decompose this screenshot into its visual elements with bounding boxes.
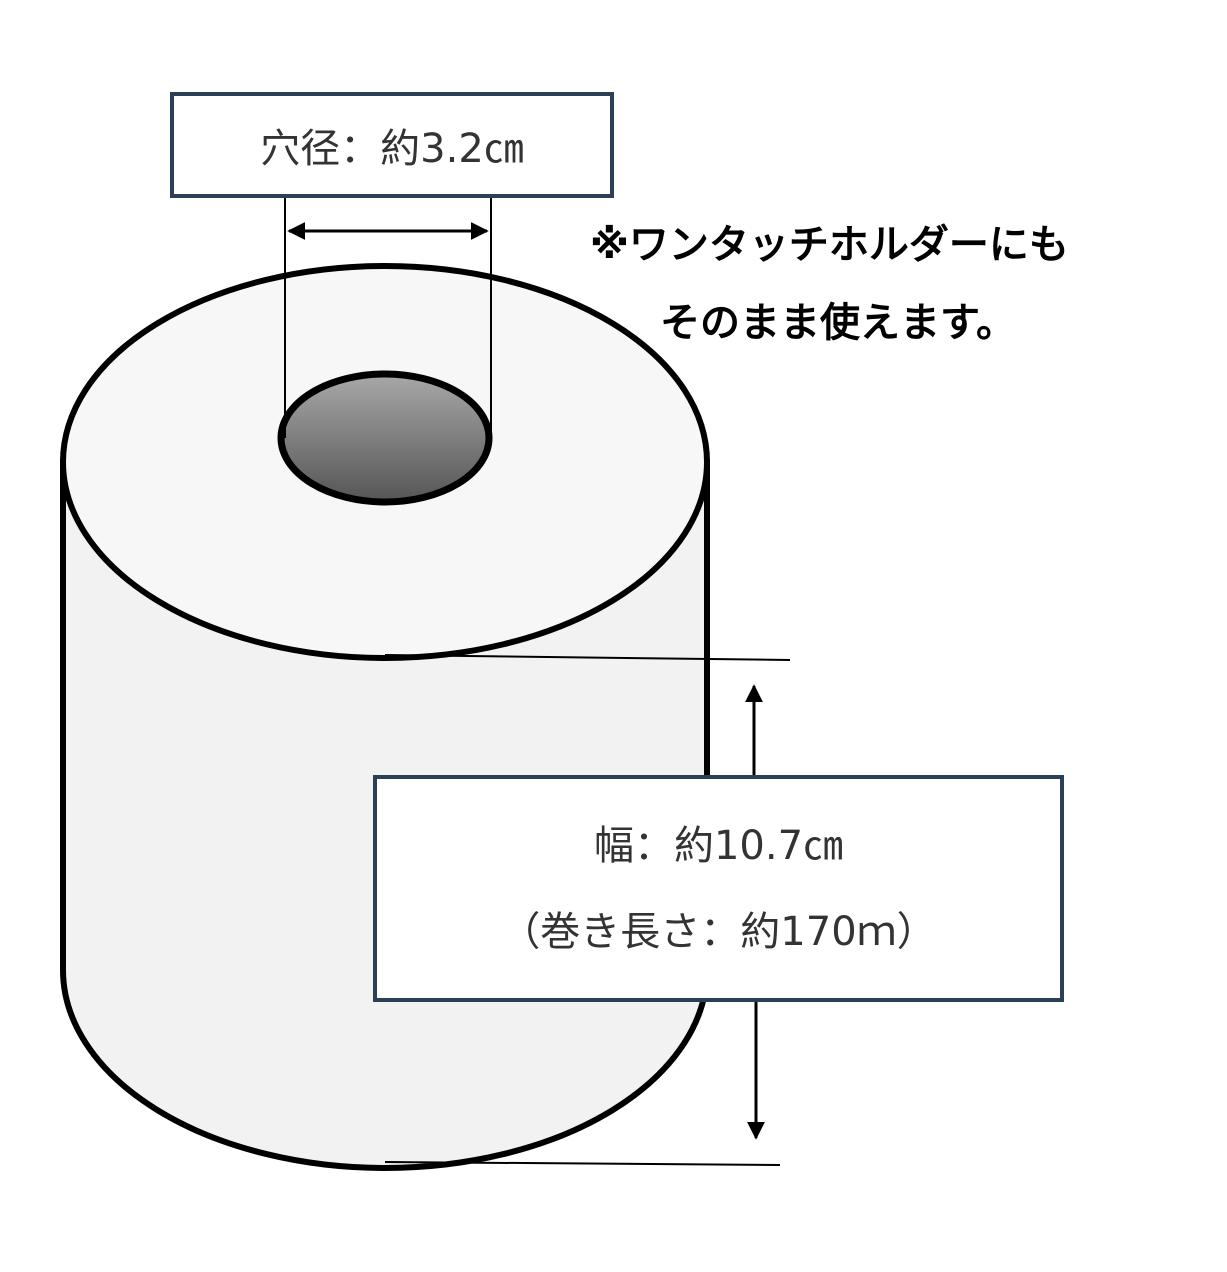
roll-length-label: （巻き長さ：約170ｍ） bbox=[500, 908, 937, 955]
holder-note-line-1: ※ワンタッチホルダーにも bbox=[590, 222, 1069, 268]
hole-diameter-label: 穴径：約3.2㎝ bbox=[260, 126, 524, 172]
roll-core-hole bbox=[277, 370, 493, 506]
width-guide-top bbox=[384, 654, 791, 661]
width-label-box: 幅：約10.7㎝ （巻き長さ：約170ｍ） bbox=[373, 775, 1064, 1002]
holder-note-line-2: そのまま使えます。 bbox=[660, 300, 1016, 346]
width-guide-bottom bbox=[384, 1161, 781, 1166]
hole-diameter-label-box: 穴径：約3.2㎝ bbox=[170, 92, 614, 198]
width-label: 幅：約10.7㎝ bbox=[593, 822, 844, 869]
